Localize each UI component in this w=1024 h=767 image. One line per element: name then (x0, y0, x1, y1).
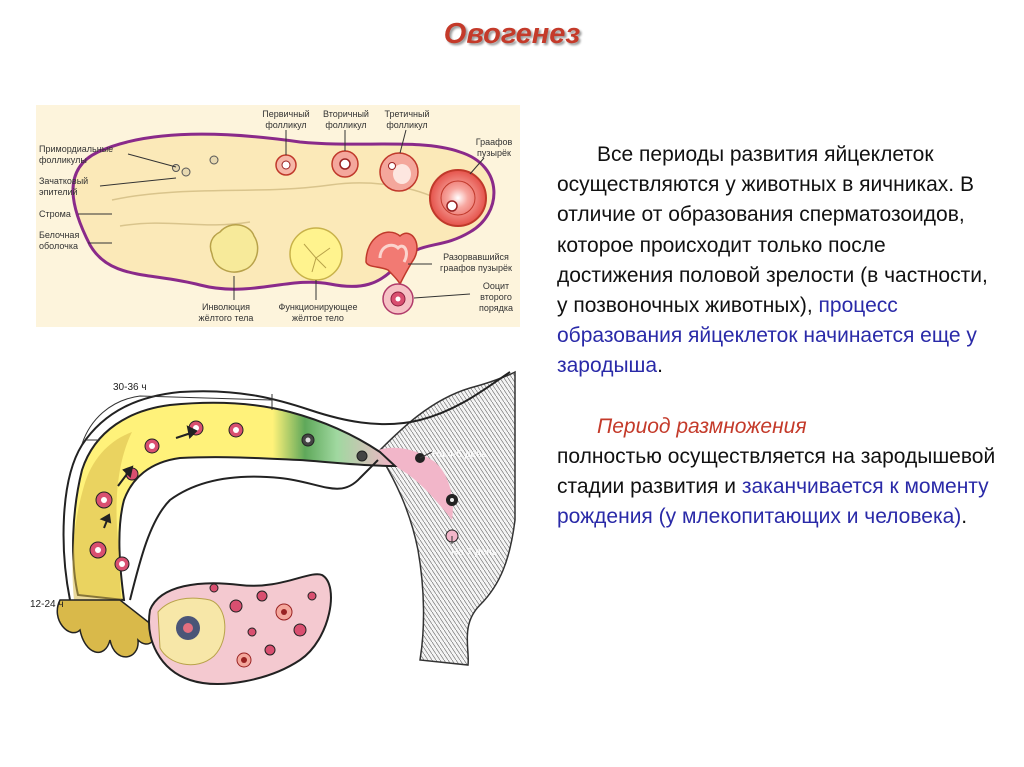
graafian-follicle-ring (440, 180, 476, 216)
label-graafian-2: пузырёк (477, 148, 511, 158)
paragraph-2-heading: Период размножения (597, 414, 807, 438)
ovary-leader-lines (78, 129, 485, 300)
label-30-36h: 30-36 ч (113, 382, 147, 393)
label-tertiary-follicle-1: Третичный (384, 109, 429, 119)
stroma-line (119, 221, 251, 227)
label-tertiary-follicle-2: фолликул (386, 120, 427, 130)
functioning-corpus-luteum (289, 227, 343, 281)
ovary-lower-follicles (209, 583, 317, 668)
primordial-follicle (209, 155, 219, 165)
label-albuginea-1: Белочная (39, 230, 79, 240)
primordial-follicle (172, 164, 180, 172)
label-functioning-1: Функционирующее (279, 302, 358, 312)
time-bracket (81, 395, 273, 445)
label-primary-follicle-2: фолликул (265, 120, 306, 130)
label-oocyte-1: Ооцит (483, 281, 509, 291)
ovary-panel: Первичный фолликул Вторичный фолликул Тр… (36, 105, 520, 327)
secondary-oocyte-nucleus (395, 296, 401, 302)
tube-eggs (89, 420, 459, 572)
label-ruptured-1: Разорвавшийся (443, 252, 509, 262)
label-primordial-1: Примордиальные (39, 144, 113, 154)
label-12-24h: 12-24 ч (30, 599, 64, 610)
paragraph-1: Все периоды развития яйцеклеток осуществ… (557, 140, 997, 382)
graafian-follicle (429, 169, 487, 227)
paragraph-1-end: . (657, 354, 663, 378)
graafian-follicle-oocyte (446, 200, 458, 212)
label-day-4-5: На 4-5 день (432, 449, 487, 460)
fallopian-tube-panel: 30-36 ч 12-24 ч На 4-5 день На 7 день (30, 370, 516, 685)
slide-title: Овогенез (443, 18, 581, 50)
tube-arrows (99, 425, 198, 529)
label-oocyte-2: второго (480, 292, 512, 302)
label-stroma: Строма (39, 209, 71, 219)
paragraph-2: Период размножения полностью осуществляет… (557, 412, 997, 533)
label-secondary-follicle-1: Вторичный (323, 109, 369, 119)
paragraph-1-highlight: процесс образования яйцеклеток начинаетс… (557, 294, 977, 378)
ruptured-follicle (365, 231, 418, 286)
paragraph-1-text: Все периоды развития яйцеклеток осуществ… (557, 143, 988, 318)
label-day-7: На 7 день (451, 547, 497, 558)
label-involution-1: Инволюция (202, 302, 250, 312)
label-ruptured-2: граафов пузырёк (440, 263, 512, 273)
paragraph-2-text: полностью осуществляется на зародышевой … (557, 444, 996, 499)
label-involution-2: жёлтого тела (199, 313, 254, 323)
corpus-luteum-vessels (303, 243, 331, 273)
primordial-follicle (181, 167, 191, 177)
tube-fimbriae (56, 599, 156, 658)
ovary-corpus-center (183, 623, 193, 633)
day-leader-line (419, 451, 433, 459)
paragraph-2-end: . (961, 505, 968, 529)
label-graafian-1: Граафов (476, 137, 513, 147)
uterine-wall (377, 370, 516, 666)
body-text: Все периоды развития яйцеклеток осуществ… (557, 140, 997, 532)
label-primary-follicle-1: Первичный (262, 109, 309, 119)
tertiary-follicle-antrum (393, 164, 411, 184)
label-primordial-2: фолликулы (39, 155, 87, 165)
primary-follicle-oocyte (281, 160, 291, 170)
tertiary-follicle-oocyte (388, 162, 396, 170)
label-germinal-1: Зачатковый (39, 176, 88, 186)
stroma-line (111, 182, 441, 201)
label-secondary-follicle-2: фолликул (325, 120, 366, 130)
tube-outer-wall (62, 371, 511, 601)
secondary-follicle-oocyte (339, 158, 351, 170)
label-functioning-2: жёлтое тело (292, 313, 344, 323)
label-oocyte-3: порядка (479, 303, 513, 313)
involuting-corpus-luteum (209, 224, 259, 273)
label-germinal-2: эпителий (39, 187, 78, 197)
paragraph-2-highlight: заканчивается к моменту рождения (у млек… (557, 475, 989, 529)
tube-inner-wall (129, 459, 379, 601)
ruptured-follicle-inner (378, 243, 408, 263)
label-albuginea-2: оболочка (39, 241, 78, 251)
uterine-lining (378, 447, 453, 520)
